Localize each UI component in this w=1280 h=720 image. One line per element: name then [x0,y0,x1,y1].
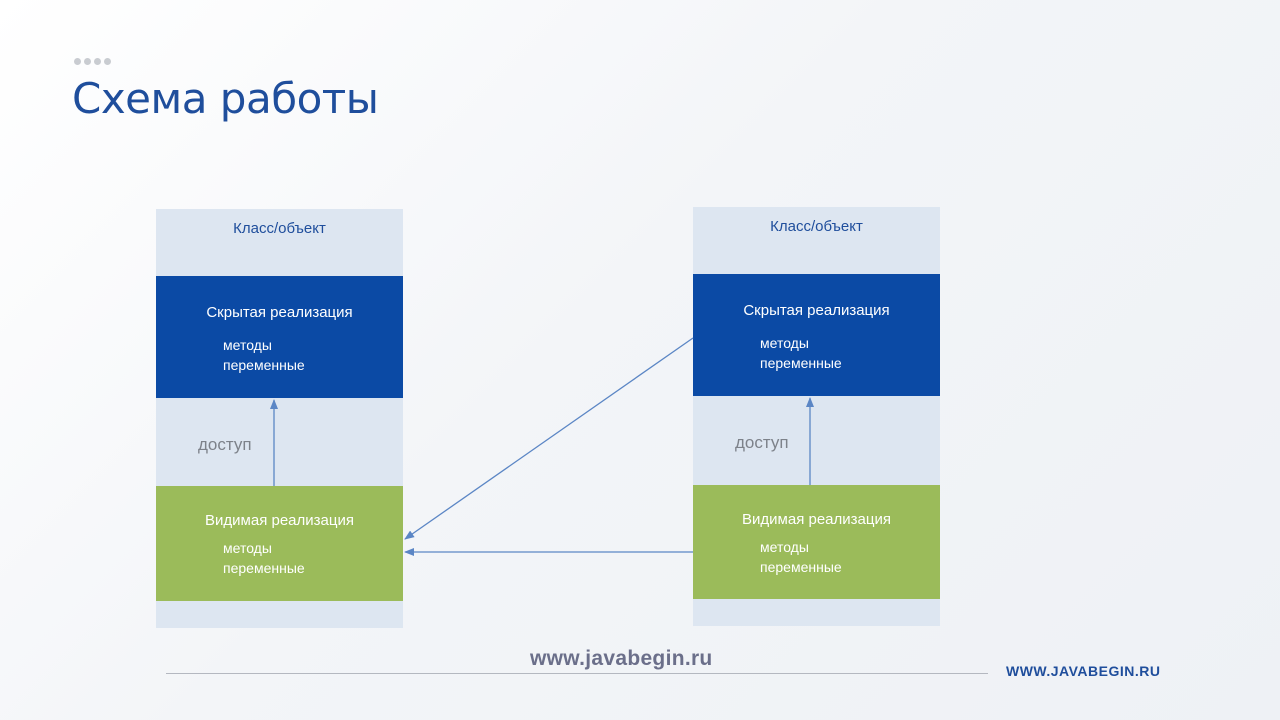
right-access-label: доступ [735,433,789,452]
left-hidden-title: Скрытая реализация [206,304,353,321]
right-hidden-methods: методы [760,335,809,351]
watermark-url: www.javabegin.ru [530,647,713,670]
right-hidden-to-left-visible-arrow [404,337,694,540]
right-visible-title: Видимая реализация [742,511,891,528]
left-hidden-implementation: Скрытая реализация методы переменные [156,276,403,398]
right-visible-variables: переменные [760,559,842,575]
right-hidden-variables: переменные [760,355,842,371]
left-class-object-block: Класс/объект Скрытая реализация методы п… [156,209,403,628]
left-access-label: доступ [198,435,252,454]
left-hidden-variables: переменные [223,357,305,373]
right-visible-methods: методы [760,539,809,555]
right-hidden-implementation: Скрытая реализация методы переменные [693,274,940,396]
left-visible-implementation: Видимая реализация методы переменные [156,486,403,601]
right-hidden-title: Скрытая реализация [743,302,890,319]
left-block-caption: Класс/объект [233,220,326,237]
right-class-object-block: Класс/объект Скрытая реализация методы п… [693,207,940,626]
footer-divider [166,673,988,674]
left-visible-variables: переменные [223,560,305,576]
right-block-caption: Класс/объект [770,218,863,235]
left-visible-title: Видимая реализация [205,512,354,529]
decorative-dots [74,58,111,65]
right-visible-implementation: Видимая реализация методы переменные [693,485,940,599]
footer-brand: WWW.JAVABEGIN.RU [1006,663,1161,679]
left-hidden-methods: методы [223,337,272,353]
slide-title: Схема работы [72,74,379,123]
left-visible-methods: методы [223,540,272,556]
